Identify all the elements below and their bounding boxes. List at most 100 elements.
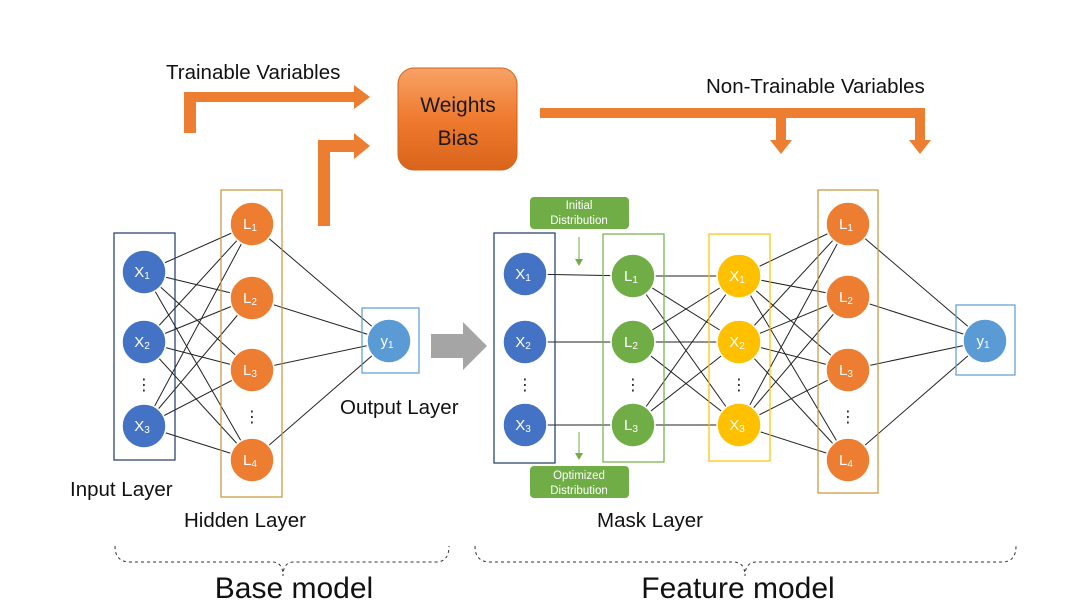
initial-down-arrow: [575, 237, 583, 266]
connection-lines: [143, 223, 986, 461]
optimized-line-1: Optimized: [553, 470, 605, 482]
base-input-layer-box: [113, 232, 176, 461]
feature-output-layer-box: [955, 304, 1016, 376]
node-label: X1: [729, 268, 745, 286]
node-feat-hidden-1: L1: [825, 201, 871, 247]
node-label: L1: [839, 216, 853, 234]
node-base-input-2: X2: [121, 319, 167, 365]
masked-input-layer-box: [708, 233, 771, 462]
node-label: L2: [839, 289, 853, 307]
node-circle: [716, 253, 762, 299]
node-label: L1: [624, 268, 638, 286]
edge-base_hidden-0-base_output-0: [251, 223, 390, 342]
edge-feat_hidden-3-feat_output-0: [847, 340, 986, 461]
mask-ellipsis: ⋮: [625, 377, 641, 394]
network-nodes: X1X2X3L1L2L3L4y1X1X2X3L1L2L3X1X2X3L1L2L3…: [121, 201, 1008, 483]
base-model-label: Base model: [215, 572, 373, 605]
edge-base_input-1-base_hidden-3: [143, 341, 253, 461]
mask-layer-box: [602, 233, 665, 463]
initial-line-2: Distribution: [550, 215, 608, 227]
node-feat-masked-1: X1: [716, 253, 762, 299]
node-circle: [825, 274, 871, 320]
node-feat-input-3: X3: [502, 402, 548, 448]
node-circle: [502, 251, 548, 297]
node-label: X3: [515, 417, 531, 435]
edge-feat_masked-1-feat_hidden-0: [738, 223, 849, 343]
node-feat-hidden-2: L2: [825, 274, 871, 320]
node-circle: [825, 201, 871, 247]
node-label: L4: [243, 452, 257, 470]
edge-base_hidden-2-base_output-0: [251, 340, 390, 371]
node-circle: [502, 319, 548, 365]
node-base-input-3: X3: [121, 403, 167, 449]
node-label: X2: [134, 334, 150, 352]
edge-feat_masked-0-feat_hidden-2: [738, 275, 849, 371]
non-trainable-arrow: [540, 108, 931, 154]
node-base-hidden-2: L2: [229, 275, 275, 321]
node-feat-masked-2: X2: [716, 319, 762, 365]
node-label: X2: [729, 334, 745, 352]
node-circle: [229, 437, 275, 483]
node-label: L1: [243, 216, 257, 234]
feature-input-ellipsis: ⋮: [517, 377, 533, 394]
node-label: X1: [515, 266, 531, 284]
node-circle: [610, 319, 656, 365]
edge-feat_mask-2-feat_masked-0: [632, 275, 740, 426]
masked-input-ellipsis: ⋮: [731, 377, 747, 394]
edge-base_input-2-base_hidden-0: [143, 223, 253, 427]
edge-base_input-0-base_hidden-2: [143, 271, 253, 371]
node-label: L2: [624, 334, 638, 352]
feature-hidden-ellipsis: ⋮: [840, 409, 856, 426]
node-label: L2: [243, 290, 257, 308]
hidden-layer-label: Hidden Layer: [184, 509, 306, 532]
input-layer-label: Input Layer: [70, 478, 173, 501]
edge-feat_masked-1-feat_hidden-3: [738, 341, 849, 461]
base-model-bracket: [114, 545, 450, 577]
node-base-hidden-4: L4: [229, 437, 275, 483]
node-base-hidden-3: L3: [229, 347, 275, 393]
edge-base_hidden-3-base_output-0: [251, 340, 390, 461]
trainable-arrow-1: [184, 85, 370, 133]
weights-label: Weights: [420, 94, 495, 117]
node-circle: [825, 437, 871, 483]
base-hidden-ellipsis: ⋮: [244, 409, 260, 426]
node-circle: [716, 319, 762, 365]
trainable-variables-label: Trainable Variables: [166, 61, 340, 84]
edge-feat_hidden-1-feat_output-0: [847, 296, 986, 342]
bias-label: Bias: [438, 127, 479, 150]
transition-arrow: [431, 322, 487, 370]
feature-model-bracket: [474, 545, 1017, 577]
feature-hidden-layer-box: [817, 189, 879, 494]
edge-base_hidden-1-base_output-0: [251, 297, 390, 342]
node-label: y1: [976, 333, 990, 351]
node-feat-mask-3: L3: [610, 402, 656, 448]
node-feat-mask-1: L1: [610, 253, 656, 299]
optimized-down-arrow: [575, 432, 583, 460]
feature-model-label: Feature model: [641, 572, 834, 605]
node-circle: [121, 249, 167, 295]
node-feat-masked-3: X3: [716, 402, 762, 448]
node-base-input-1: X1: [121, 249, 167, 295]
node-feat-input-1: X1: [502, 251, 548, 297]
node-label: X2: [515, 334, 531, 352]
mask-layer-label: Mask Layer: [597, 509, 703, 532]
node-label: L3: [624, 417, 638, 435]
layer-boxes: [113, 189, 1016, 498]
trainable-arrow-2: [318, 133, 370, 226]
weights-bias-box: Weights Bias: [397, 67, 518, 171]
base-input-ellipsis: ⋮: [136, 377, 152, 394]
node-circle: [610, 253, 656, 299]
base-hidden-layer-box: [220, 189, 283, 498]
node-circle: [825, 347, 871, 393]
node-circle: [229, 347, 275, 393]
node-circle: [121, 403, 167, 449]
initial-line-1: Initial: [566, 200, 593, 212]
node-feat-output-1: y1: [962, 318, 1008, 364]
node-base-output-1: y1: [366, 318, 412, 364]
optimized-line-2: Distribution: [550, 485, 608, 497]
node-feat-mask-2: L2: [610, 319, 656, 365]
edge-base_input-2-base_hidden-1: [143, 297, 253, 427]
node-base-hidden-1: L1: [229, 201, 275, 247]
node-label: L4: [839, 452, 853, 470]
edge-feat_hidden-2-feat_output-0: [847, 340, 986, 371]
